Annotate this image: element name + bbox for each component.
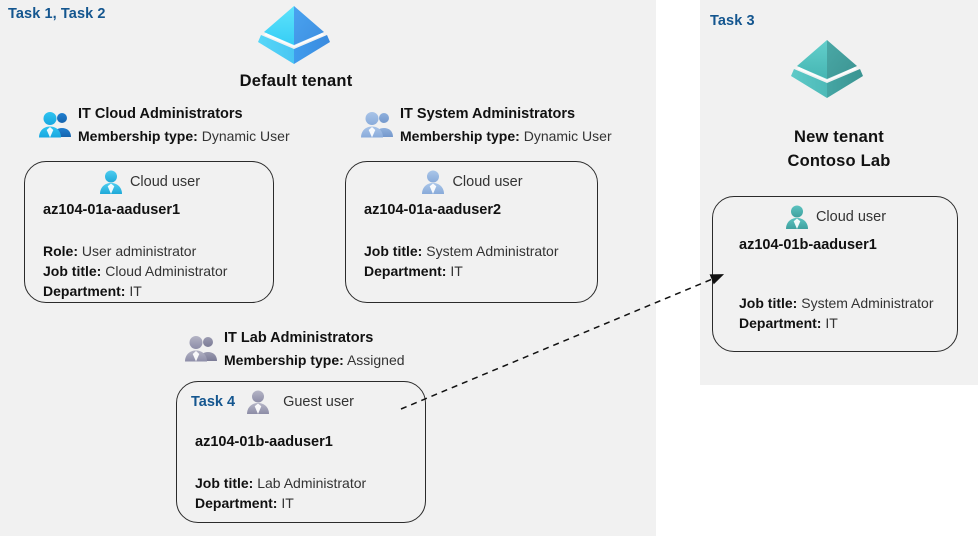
attr-job-title: Job title: System Administrator [364,241,559,261]
membership-label: Membership type: [224,351,344,368]
attr-value: Lab Administrator [257,475,367,491]
task-label-4: Task 4 [191,393,236,410]
cloud-user-icon [784,204,810,229]
default-tenant-panel [0,0,656,536]
membership-value: Dynamic User [201,127,290,144]
attr-value: System Administrator [801,295,934,311]
group-membership: Membership type: Dynamic User [400,126,680,148]
attr-label: Role: [43,243,78,259]
group-it-lab-administrators: IT Lab Administrators Membership type: A… [184,328,514,371]
card-head: Cloud user [346,162,597,194]
card-head: Cloud user [25,162,273,194]
user-card-az104-01a-aaduser2: Cloud user az104-01a-aaduser2 Job title:… [345,161,598,303]
attr-job-title: Job title: Lab Administrator [195,473,366,493]
user-name: az104-01a-aaduser1 [43,202,181,218]
user-name: az104-01b-aaduser1 [195,434,333,450]
cloud-user-icon [98,169,124,194]
attr-label: Job title: [739,295,798,311]
user-type: Guest user [283,393,354,410]
membership-label: Membership type: [400,127,520,144]
group-it-system-administrators: IT System Administrators Membership type… [360,104,680,147]
group-membership: Membership type: Assigned [224,350,514,372]
azure-ad-tenant-icon [789,36,865,102]
attr-label: Department: [739,315,822,332]
default-tenant-title: Default tenant [239,72,353,90]
task-label-3: Task 3 [710,13,755,29]
group-it-cloud-administrators: IT Cloud Administrators Membership type:… [38,104,338,147]
attr-department: Department: IT [364,261,559,281]
user-name: az104-01b-aaduser1 [739,237,877,253]
attr-label: Department: [195,495,278,512]
attr-value: IT [281,495,294,512]
attr-label: Department: [43,283,126,300]
task-label-1-2: Task 1, Task 2 [8,6,106,22]
attr-value: IT [825,315,838,332]
group-name: IT System Administrators [400,106,576,122]
card-head: Task 4 Guest user [177,382,425,414]
attr-value: Cloud Administrator [105,263,228,280]
attr-label: Job title: [43,263,102,280]
group-users-icon [360,110,394,138]
attr-label: Job title: [195,475,254,491]
group-name: IT Lab Administrators [224,330,374,346]
attr-label: Department: [364,263,447,280]
user-attributes: Role: User administrator Job title: Clou… [43,241,227,301]
group-membership: Membership type: Dynamic User [78,126,338,148]
attr-value: IT [450,263,463,280]
membership-label: Membership type: [78,127,198,144]
attr-department: Department: IT [739,313,934,333]
attr-value: IT [129,283,142,300]
group-users-icon [184,334,218,362]
user-attributes: Job title: Lab Administrator Department:… [195,473,366,513]
attr-role: Role: User administrator [43,241,227,261]
attr-label: Job title: [364,243,423,259]
user-type: Cloud user [129,173,201,190]
new-tenant-title: New tenant Contoso Lab [710,126,968,174]
new-tenant-title-line2: Contoso Lab [787,151,891,170]
attr-value: System Administrator [426,243,559,259]
attr-department: Department: IT [43,281,227,301]
guest-user-icon [245,389,271,414]
attr-job-title: Job title: Cloud Administrator [43,261,227,281]
membership-value: Assigned [346,351,405,368]
card-head: Cloud user [713,197,957,229]
user-attributes: Job title: System Administrator Departme… [364,241,559,281]
new-tenant-title-line1: New tenant [793,128,884,146]
user-type: Cloud user [815,208,887,225]
user-card-az104-01a-aaduser1: Cloud user az104-01a-aaduser1 Role: User… [24,161,274,303]
attr-department: Department: IT [195,493,366,513]
group-name: IT Cloud Administrators [78,106,243,122]
cloud-user-icon [420,169,446,194]
user-name: az104-01a-aaduser2 [364,202,502,218]
group-users-icon [38,110,72,138]
user-type: Cloud user [452,173,523,190]
user-attributes: Job title: System Administrator Departme… [739,293,934,333]
user-card-contoso-az104-01b-aaduser1: Cloud user az104-01b-aaduser1 Job title:… [712,196,958,352]
attr-value: User administrator [81,243,197,259]
attr-job-title: Job title: System Administrator [739,293,934,313]
azure-ad-tenant-icon [256,2,332,68]
user-card-az104-01b-aaduser1-guest: Task 4 Guest user az104-01b-aaduser1 Job… [176,381,426,523]
membership-value: Dynamic User [523,127,612,144]
